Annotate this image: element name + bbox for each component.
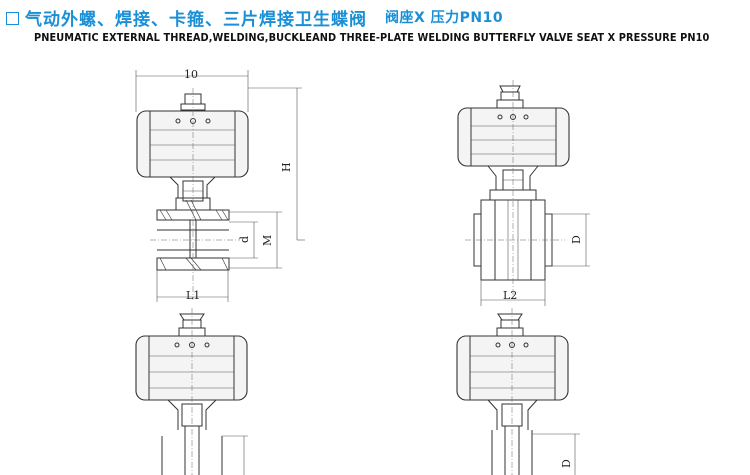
checkbox-icon xyxy=(6,11,19,25)
title-row: 气动外螺、焊接、卡箍、三片焊接卫生蝶阀 阀座X 压力PN10 xyxy=(6,4,503,30)
drawing-bottom-right: D xyxy=(456,308,580,475)
dim-top-width-label: 10 xyxy=(184,68,198,81)
page-subtitle: PNEUMATIC EXTERNAL THREAD,WELDING,BUCKLE… xyxy=(34,32,710,44)
dim-l1-label: L1 xyxy=(186,289,200,302)
dim-h-label: H xyxy=(280,162,293,172)
page-title: 气动外螺、焊接、卡箍、三片焊接卫生蝶阀 xyxy=(25,9,367,30)
dim-l2-label: L2 xyxy=(503,289,517,302)
drawing-bottom-left xyxy=(135,308,248,475)
dim-d-label: d xyxy=(238,236,251,243)
drawing-top-left: 10 xyxy=(135,68,305,302)
dim-m-label: M xyxy=(261,235,274,246)
dim-D-label: D xyxy=(570,235,583,244)
title-spec: 阀座X 压力PN10 xyxy=(385,10,504,26)
dim-D-bottom-label: D xyxy=(560,459,573,468)
drawing-top-right: D L2 xyxy=(457,80,590,306)
